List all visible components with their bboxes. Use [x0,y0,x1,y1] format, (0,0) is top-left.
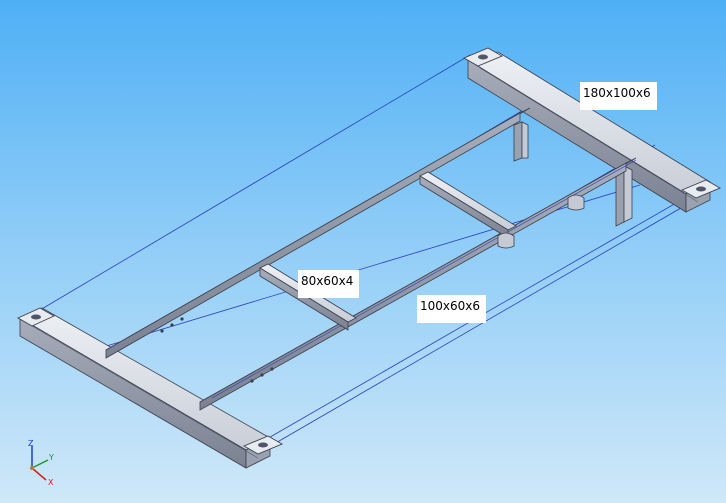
x-axis-label: X [48,478,54,487]
bolt-holes [160,317,274,383]
front-beam-profile-label: 180x100x6 [580,82,657,110]
rear-right-mount-plate [680,179,722,199]
coordinate-triad: Z Y X [28,439,54,487]
y-axis-label: Y [48,453,54,462]
rail-brackets [497,194,585,249]
z-axis-label: Z [28,439,34,448]
right-side-rail[interactable] [199,157,637,411]
cross-member-profile-label: 80x60x4 [298,270,360,298]
left-side-rail[interactable] [105,107,531,359]
side-rail-profile-label: 100x60x6 [417,295,487,323]
front-right-mount-plate [242,435,284,455]
rear-legs [513,121,633,227]
front-left-mount-plate [17,307,55,327]
front-beam[interactable] [19,307,271,469]
cross-member-rear[interactable] [419,171,517,239]
rear-left-mount-plate [462,47,504,67]
